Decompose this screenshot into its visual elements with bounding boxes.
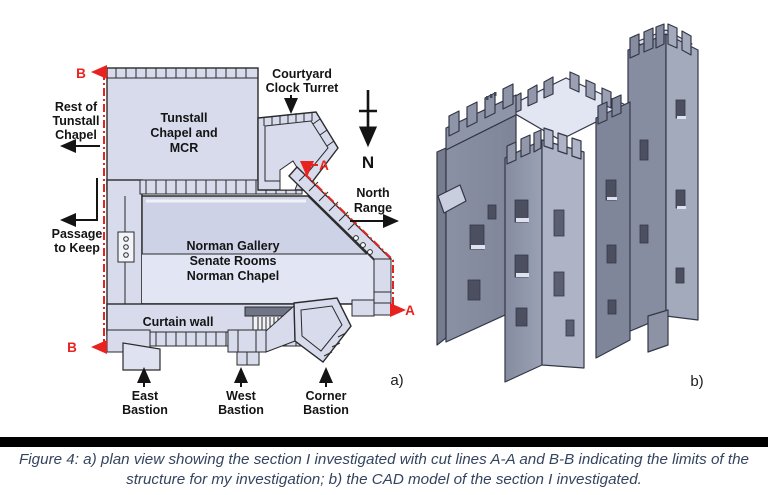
cad-center-towers <box>504 127 585 383</box>
west-bastion-label-2: Bastion <box>218 403 264 417</box>
rest-of-chapel-label-1: Rest of <box>55 100 98 114</box>
figure-caption: Figure 4: a) plan view showing the secti… <box>0 450 768 490</box>
passage-to-keep-arrow <box>60 178 98 227</box>
north-compass: N <box>358 90 378 172</box>
passage-label-1: Passage <box>52 227 103 241</box>
caption-divider-bar <box>0 437 768 447</box>
cad-midright-tower <box>595 94 631 359</box>
cad-tall-tower <box>627 23 699 353</box>
cad-model: b) <box>436 23 704 390</box>
plan-view: B B A A N Rest of Tunstall Chapel Passag… <box>52 65 415 417</box>
corner-bastion-shape <box>293 297 352 363</box>
north-range-label-1: North <box>356 186 389 200</box>
tunstall-label-3: MCR <box>170 141 198 155</box>
east-end-block <box>351 258 392 317</box>
courtyard-label-2: Clock Turret <box>266 81 340 95</box>
panel-label-a: a) <box>390 372 403 389</box>
norman-gallery-label: Norman Gallery <box>186 239 279 253</box>
chapel-top-crenellation <box>115 68 247 78</box>
caption-line-1: Figure 4: a) plan view showing the secti… <box>19 451 749 468</box>
compass-n-label: N <box>362 153 374 172</box>
west-bastion-shape <box>227 329 267 366</box>
east-bastion-shape <box>122 342 161 371</box>
north-range-label-2: Range <box>354 201 392 215</box>
rest-of-chapel-label-3: Chapel <box>55 128 97 142</box>
cad-left-block <box>436 83 517 346</box>
senate-rooms-band <box>142 254 374 303</box>
passage-label-2: to Keep <box>54 241 100 255</box>
cut-label-b-bottom: B <box>67 340 77 355</box>
tunstall-label-1: Tunstall <box>161 111 208 125</box>
courtyard-label-1: Courtyard <box>272 67 332 81</box>
east-bastion-label-1: East <box>132 389 159 403</box>
norman-chapel-label: Norman Chapel <box>187 269 279 283</box>
cut-line-a: A A <box>300 158 415 318</box>
corner-bastion-label-2: Bastion <box>303 403 349 417</box>
east-bastion-label-2: Bastion <box>122 403 168 417</box>
west-bastion-label-1: West <box>226 389 256 403</box>
cut-line-b: B B <box>67 65 107 355</box>
panel-label-b: b) <box>690 373 703 390</box>
arrow-slit-upper <box>117 231 135 263</box>
cut-label-a-top: A <box>319 158 329 173</box>
cut-label-a-bottom: A <box>405 303 415 318</box>
curtain-wall-label: Curtain wall <box>143 315 214 329</box>
cad-roof-wedge <box>437 184 467 214</box>
figure-canvas: B B A A N Rest of Tunstall Chapel Passag… <box>52 23 704 417</box>
tunstall-chapel-block <box>106 67 259 191</box>
caption-line-2: structure for my investigation; b) the C… <box>126 471 642 488</box>
cut-label-b-top: B <box>76 66 86 81</box>
rest-of-chapel-label-2: Tunstall <box>53 114 100 128</box>
corner-bastion-label-1: Corner <box>306 389 347 403</box>
tunstall-label-2: Chapel and <box>150 126 217 140</box>
senate-rooms-label: Senate Rooms <box>190 254 277 268</box>
